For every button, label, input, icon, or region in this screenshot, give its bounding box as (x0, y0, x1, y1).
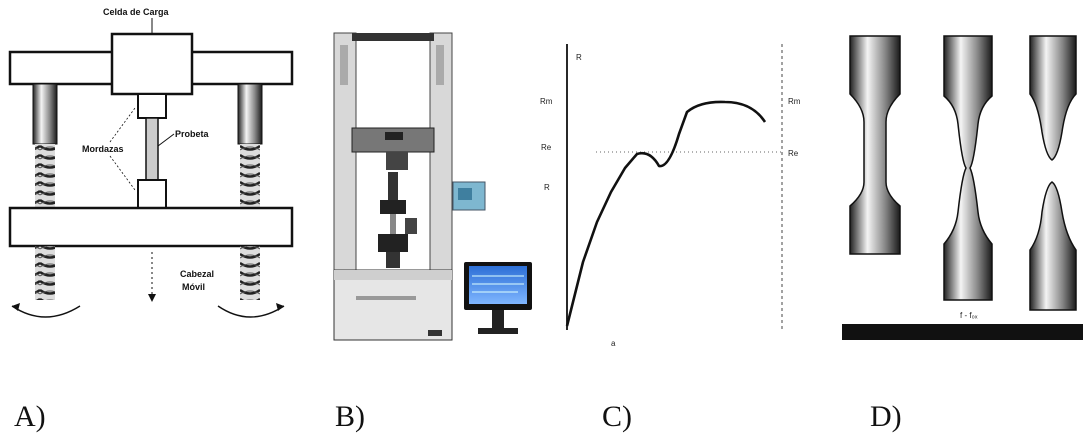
right-tick-re: Re (788, 149, 799, 158)
right-lower-spring (240, 246, 260, 300)
caption-a: A) (14, 400, 46, 433)
load-cell (110, 32, 194, 96)
specimen-intact (849, 35, 901, 255)
specimen-necking (943, 35, 993, 301)
specimen (145, 117, 159, 181)
panel-d-specimens: f - f₀ₓ (842, 35, 1083, 340)
moving-crosshead (8, 206, 294, 248)
fracture-formula: f - f₀ₓ (960, 311, 978, 320)
right-tick-rm: Rm (788, 97, 801, 106)
machine-base (333, 269, 453, 341)
caption-b: B) (335, 400, 365, 433)
tick-rm: Rm (540, 97, 553, 106)
panel-b-machine-photo (333, 32, 532, 341)
caption-c: C) (602, 400, 632, 433)
y-axis-label: R (576, 53, 582, 62)
lower-grip (137, 179, 167, 209)
upper-grip (137, 93, 167, 119)
baseline-bar (842, 324, 1083, 340)
tick-r: R (544, 183, 550, 192)
caption-d: D) (870, 400, 902, 433)
panel-c-stress-strain: R Rm Re Rm Re R a (540, 44, 801, 348)
stress-strain-curve (565, 100, 767, 327)
specimen-label: Probeta (175, 129, 210, 139)
tick-re: Re (541, 143, 552, 152)
grips-label: Mordazas (82, 144, 124, 154)
left-column (32, 83, 58, 145)
left-upper-spring (35, 144, 55, 208)
crosshead-label-line2: Móvil (182, 282, 205, 292)
left-rotation-arrow (11, 305, 81, 318)
specimen-fractured-top (1029, 35, 1077, 161)
crosshead-label-line1: Cabezal (180, 269, 214, 279)
load-cell-label: Celda de Carga (103, 7, 170, 17)
left-lower-spring (35, 246, 55, 300)
right-rotation-arrow (217, 305, 285, 318)
tick-a: a (611, 339, 616, 348)
right-upper-spring (240, 144, 260, 208)
specimen-fractured-bottom (1029, 181, 1077, 311)
panel-a-schematic: Celda de Carga Mordazas Probeta (8, 7, 294, 318)
right-column (237, 83, 263, 145)
